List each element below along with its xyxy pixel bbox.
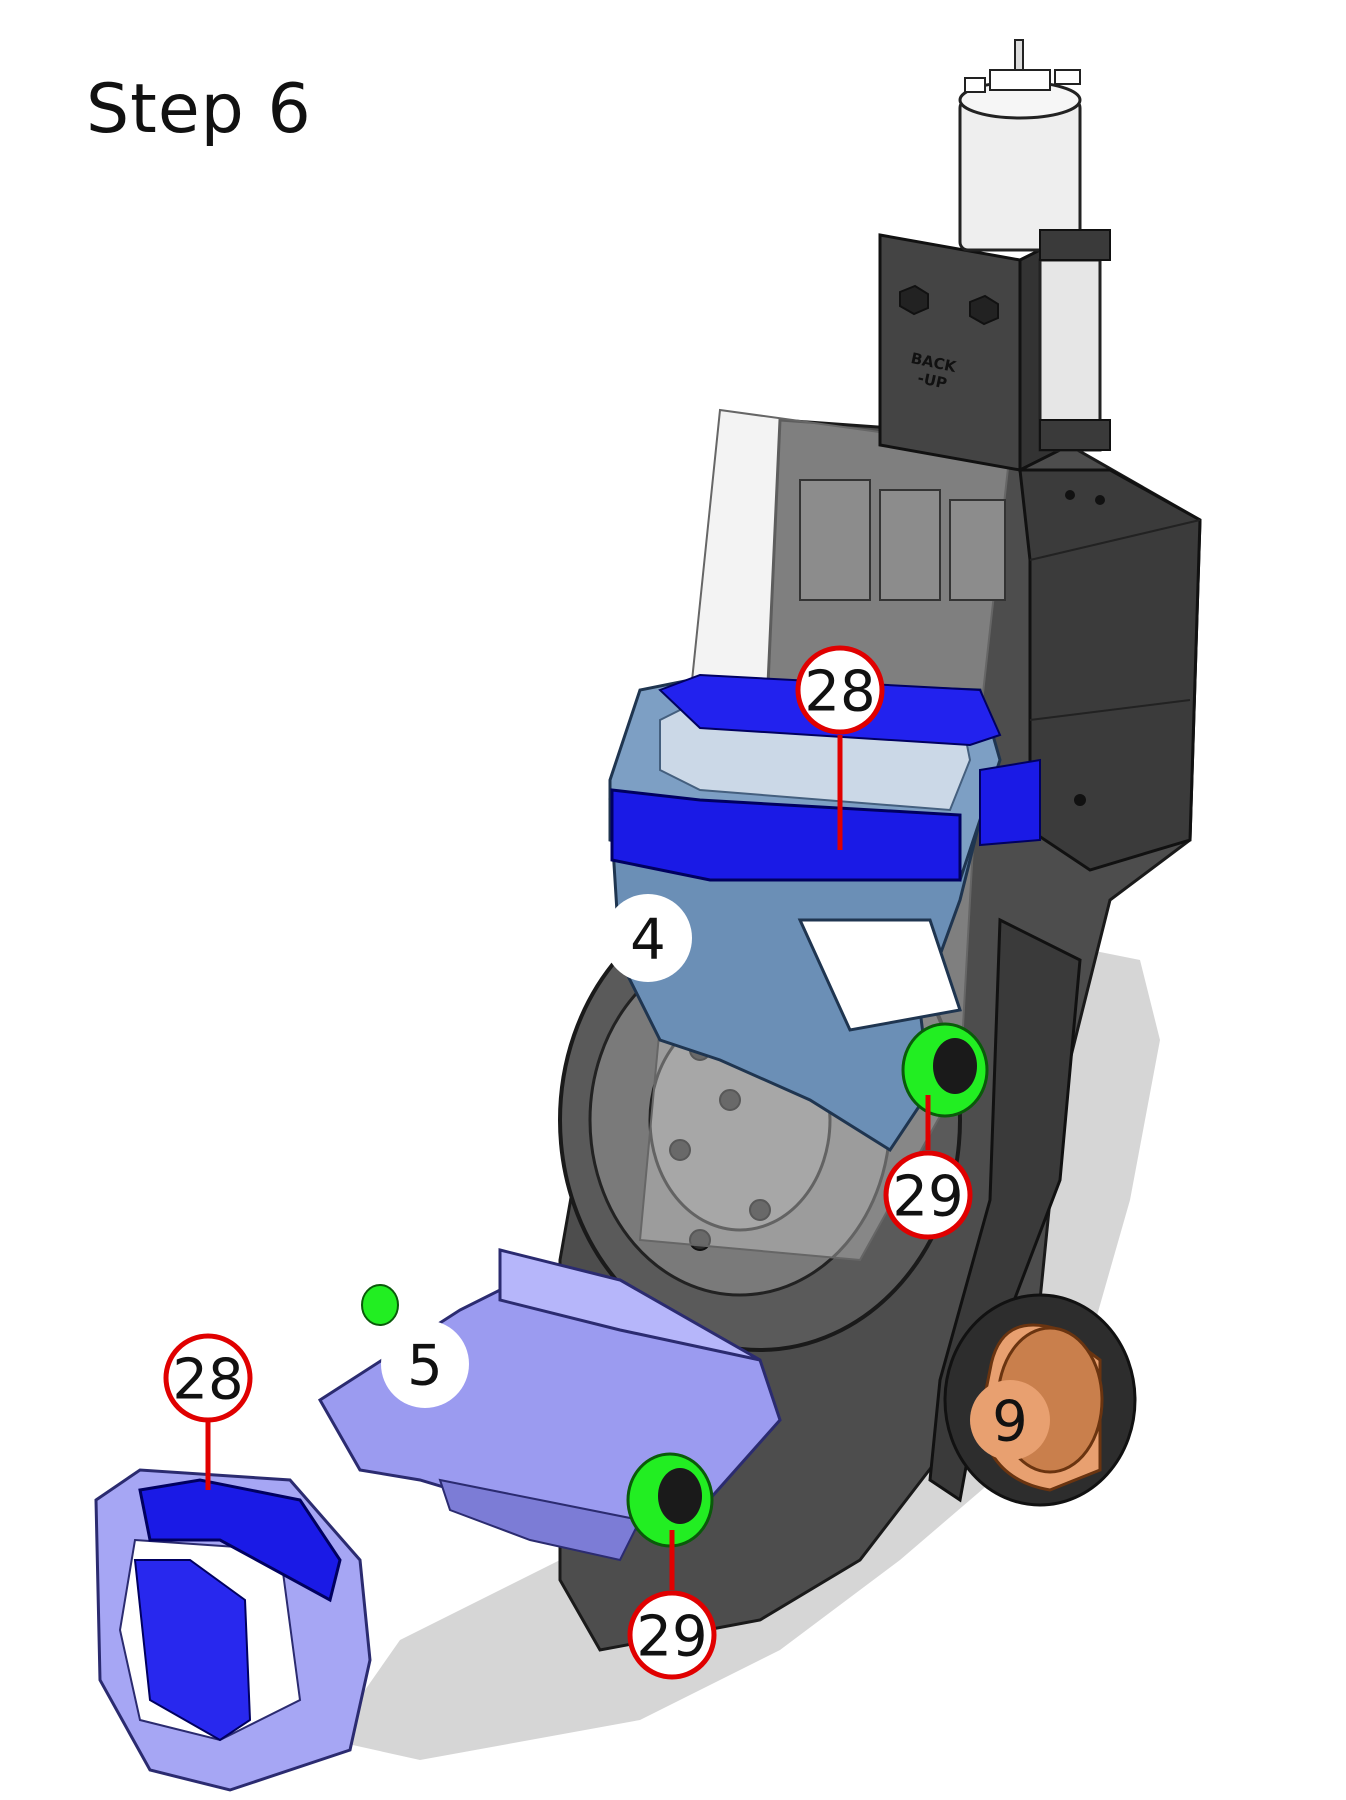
label-part-4-text: 4 [630, 908, 666, 973]
label-part-9-text: 9 [992, 1390, 1028, 1455]
spacer-part-29-hidden [361, 1284, 399, 1326]
label-part-5-text: 5 [407, 1334, 443, 1399]
callout-28-left: 28 [163, 1333, 253, 1423]
callout-29-lower-text: 29 [636, 1605, 707, 1670]
label-part-4: 4 [604, 894, 692, 982]
spacer-part-29-upper [901, 1022, 989, 1118]
label-part-5: 5 [381, 1320, 469, 1408]
label-part-9: 9 [970, 1380, 1050, 1460]
spacer-part-29-lower [626, 1452, 714, 1548]
step-title: Step 6 [86, 70, 312, 149]
motor [958, 39, 1111, 452]
callout-29-upper: 29 [883, 1150, 973, 1240]
callout-29-upper-text: 29 [892, 1165, 963, 1230]
callout-28-top-text: 28 [804, 660, 875, 725]
strap-part-28-lower [133, 1478, 342, 1742]
motor-mount-plate: BACK -UP [878, 233, 1062, 473]
callout-28-left-text: 28 [172, 1348, 243, 1413]
callout-29-lower: 29 [627, 1590, 717, 1680]
leader-lines [205, 735, 931, 1590]
callout-28-top: 28 [795, 645, 885, 735]
